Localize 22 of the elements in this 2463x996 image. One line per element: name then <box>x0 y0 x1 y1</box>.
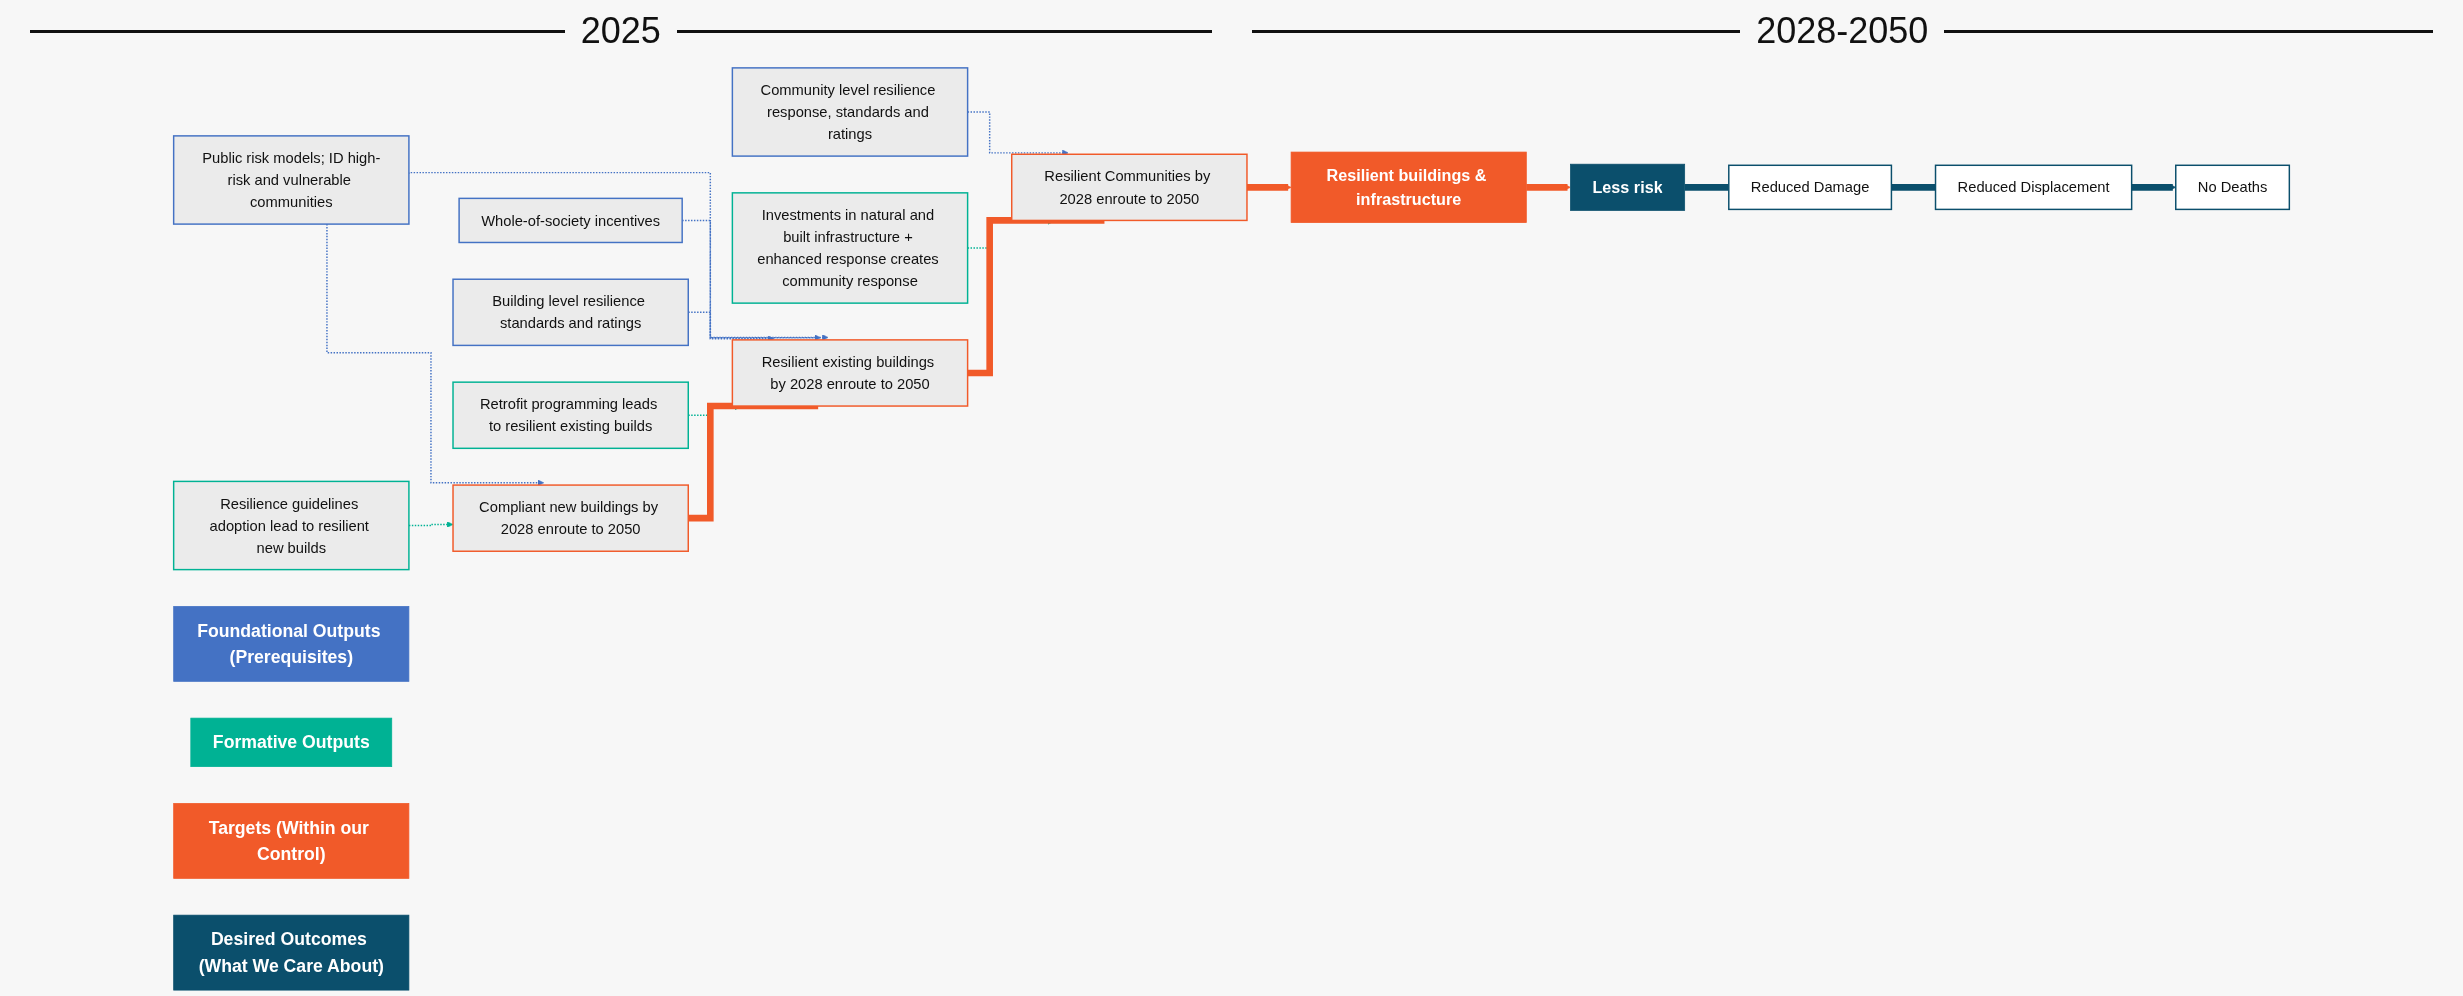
node-box: Foundational Outputs (Prerequisites) <box>173 606 410 682</box>
node-box: Less risk <box>1570 163 1686 211</box>
node-box: No Deaths <box>2175 164 2291 211</box>
timeline-label: 2025 <box>580 10 661 52</box>
node-box: Compliant new buildings by 2028 enroute to 2050 <box>452 484 689 552</box>
node-box: Public risk models; ID high-risk and vulnerable communities <box>172 135 410 225</box>
node-box: Whole-of-society incentives <box>458 197 683 244</box>
node-box: Reduced Damage <box>1728 164 1893 211</box>
node-box: Resilient buildings & infrastructure <box>1290 151 1527 223</box>
node-box: Reduced Displacement <box>1934 164 2133 211</box>
node-box: Resilient existing buildings by 2028 enroute to 2050 <box>731 339 969 407</box>
node-box: Building level resilience standards and ratings <box>452 278 689 347</box>
timeline-label: 2028-2050 <box>1756 10 1929 52</box>
node-box: Resilience guidelines adoption lead to resilient new builds <box>172 480 410 571</box>
node-box: Resilient Communities by 2028 enroute to 2050 <box>1011 153 1248 222</box>
node-box: Investments in natural and built infrastructure + enhanced response creates community response <box>731 192 969 304</box>
arrow <box>408 171 829 341</box>
node-box: Desired Outcomes (What We Care About) <box>173 914 410 991</box>
node-box: Targets (Within our Control) <box>173 803 410 879</box>
node-box: Formative Outputs <box>190 717 393 767</box>
node-box: Retrofit programming leads to resilient existing builds <box>452 381 689 450</box>
node-box: Community level resilience response, standards and ratings <box>731 67 969 157</box>
